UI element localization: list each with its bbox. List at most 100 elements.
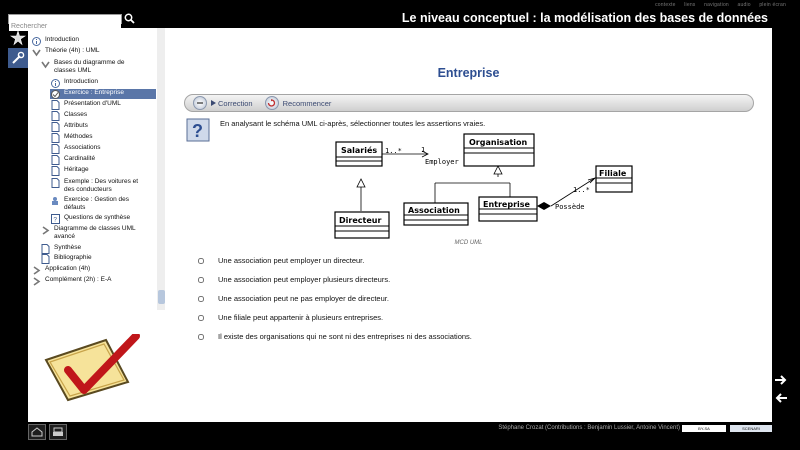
question-icon: ?: [186, 118, 210, 142]
sidebar-item-exemple-voitures[interactable]: Exemple : Des voitures et des conducteur…: [50, 178, 150, 194]
footer-tools: [28, 424, 70, 440]
page-icon: [50, 111, 60, 121]
option-4[interactable]: Une filiale peut appartenir à plusieurs …: [198, 313, 383, 322]
sidebar-item-uml-avance[interactable]: Diagramme de classes UML avancé: [40, 225, 144, 241]
page-icon: [50, 178, 60, 188]
search-input[interactable]: [9, 22, 121, 31]
diagram-caption: MCD UML: [454, 240, 483, 246]
sidebar-item-classes[interactable]: Classes: [50, 111, 87, 121]
sidebar-item-label: Introduction: [45, 36, 79, 43]
page-icon: [50, 144, 60, 154]
option-1[interactable]: Une association peut employer un directe…: [198, 256, 364, 265]
license-label: BY-SA: [698, 426, 710, 431]
tools-button[interactable]: [8, 48, 28, 68]
class-name: Filiale: [599, 169, 627, 178]
uml-class-directeur: Directeur: [334, 211, 390, 239]
wrench-icon: [12, 51, 25, 64]
option-2[interactable]: Une association peut employer plusieurs …: [198, 275, 390, 284]
page-icon: [50, 122, 60, 132]
footer: Stéphane Crozat (Contributions : Benjami…: [0, 422, 800, 450]
page-title: Entreprise: [437, 66, 500, 80]
sidebar-item-introduction[interactable]: Introduction: [31, 36, 79, 46]
page-icon: [50, 133, 60, 143]
license-badge[interactable]: BY-SA: [682, 425, 726, 432]
multiplicity-label: 1: [421, 146, 425, 154]
chevron-right-icon: [31, 265, 41, 275]
sidebar-item-synthese[interactable]: Synthèse: [40, 244, 81, 254]
previous-page-button[interactable]: [772, 390, 790, 406]
sidebar-scrollbar[interactable]: [157, 28, 165, 310]
sidebar-item-complement[interactable]: Complément (2h) : E-A: [31, 276, 111, 286]
sidebar-item-exercice-defauts[interactable]: Exercice : Gestion des défauts: [50, 196, 142, 212]
sidebar-item-label: Application (4h): [45, 265, 91, 272]
info-icon: [31, 36, 41, 46]
restart-label: Recommencer: [282, 98, 332, 108]
print-button[interactable]: [49, 424, 67, 440]
top-links: contexte liens navigation audio plein éc…: [648, 2, 786, 8]
sidebar-item-label: Bibliographie: [54, 254, 92, 261]
engine-badge[interactable]: SCENARI: [730, 425, 772, 432]
sidebar-item-questions-synthese[interactable]: ? Questions de synthèse: [50, 214, 130, 224]
uml-class-filiale: Filiale: [595, 165, 633, 193]
sidebar-item-label: Attributs: [64, 122, 88, 129]
print-icon: [53, 427, 63, 436]
association-label-possede: Possède: [555, 203, 585, 211]
chevron-right-icon: [31, 276, 41, 286]
sidebar-item-theorie[interactable]: Théorie (4h) : UML: [31, 47, 100, 57]
star-tool-button[interactable]: [8, 28, 28, 48]
chevron-down-icon: [31, 47, 41, 57]
sidebar-item-bibliographie[interactable]: Bibliographie: [40, 254, 92, 264]
top-link[interactable]: audio: [737, 2, 751, 8]
sidebar-item-label: Exemple : Des voitures et des conducteur…: [64, 178, 139, 193]
association-label-employer: Employer: [425, 158, 459, 166]
correction-icon: [193, 96, 207, 110]
page-icon: [50, 155, 60, 165]
sidebar-item-label: Complément (2h) : E-A: [45, 276, 112, 283]
question-text: En analysant le schéma UML ci-après, sél…: [220, 119, 486, 128]
option-checkbox[interactable]: [198, 257, 204, 264]
home-button[interactable]: [28, 424, 46, 440]
option-label: Une filiale peut appartenir à plusieurs …: [218, 313, 384, 322]
next-page-button[interactable]: [772, 372, 790, 388]
option-checkbox[interactable]: [198, 314, 204, 321]
search-icon[interactable]: [124, 13, 135, 24]
sidebar-collapse-handle[interactable]: [158, 290, 165, 304]
option-checkbox[interactable]: [198, 276, 204, 283]
top-link[interactable]: liens: [684, 2, 696, 8]
top-link[interactable]: contexte: [655, 2, 676, 8]
sidebar-item-label: Méthodes: [64, 133, 93, 140]
sidebar-item-exercice-entreprise[interactable]: Exercice : Entreprise: [50, 89, 156, 99]
sidebar-item-label: Synthèse: [54, 244, 82, 251]
sidebar-item-introduction-2[interactable]: Introduction: [50, 78, 98, 88]
option-5[interactable]: Il existe des organisations qui ne sont …: [198, 332, 472, 341]
sidebar-item-methodes[interactable]: Méthodes: [50, 133, 93, 143]
multiplicity-label: 1..*: [573, 186, 590, 194]
top-bar: contexte liens navigation audio plein éc…: [0, 0, 800, 31]
play-icon: [211, 100, 216, 106]
uml-class-entreprise: Entreprise: [478, 196, 538, 222]
sidebar-item-label: Héritage: [64, 166, 89, 173]
main-content: Entreprise Correction Recommencer ? En a…: [165, 28, 772, 422]
sidebar-item-label: Associations: [64, 144, 101, 151]
option-checkbox[interactable]: [198, 295, 204, 302]
sidebar-item-associations[interactable]: Associations: [50, 144, 101, 154]
correction-button[interactable]: Correction: [193, 96, 253, 110]
option-label: Une association peut employer un directe…: [218, 256, 365, 265]
restart-button[interactable]: Recommencer: [264, 96, 332, 110]
option-3[interactable]: Une association peut ne pas employer de …: [198, 294, 389, 303]
sidebar-item-heritage[interactable]: Héritage: [50, 166, 89, 176]
sidebar-item-application[interactable]: Application (4h): [31, 265, 90, 275]
top-link[interactable]: plein écran: [759, 2, 786, 8]
correction-label: Correction: [218, 98, 253, 108]
exercise-toolbar: Correction Recommencer: [184, 94, 754, 112]
option-checkbox[interactable]: [198, 333, 204, 340]
sidebar-item-bases-uml[interactable]: Bases du diagramme de classes UML: [40, 59, 144, 75]
page-nav-strip: [772, 372, 790, 420]
sidebar-illustration-panel: [28, 310, 165, 422]
sidebar-item-cardinalite[interactable]: Cardinalité: [50, 155, 95, 165]
sidebar-item-attributs[interactable]: Attributs: [50, 122, 88, 132]
sidebar-item-presentation-uml[interactable]: Présentation d'UML: [50, 100, 121, 110]
home-icon: [31, 427, 43, 437]
top-link[interactable]: navigation: [704, 2, 729, 8]
